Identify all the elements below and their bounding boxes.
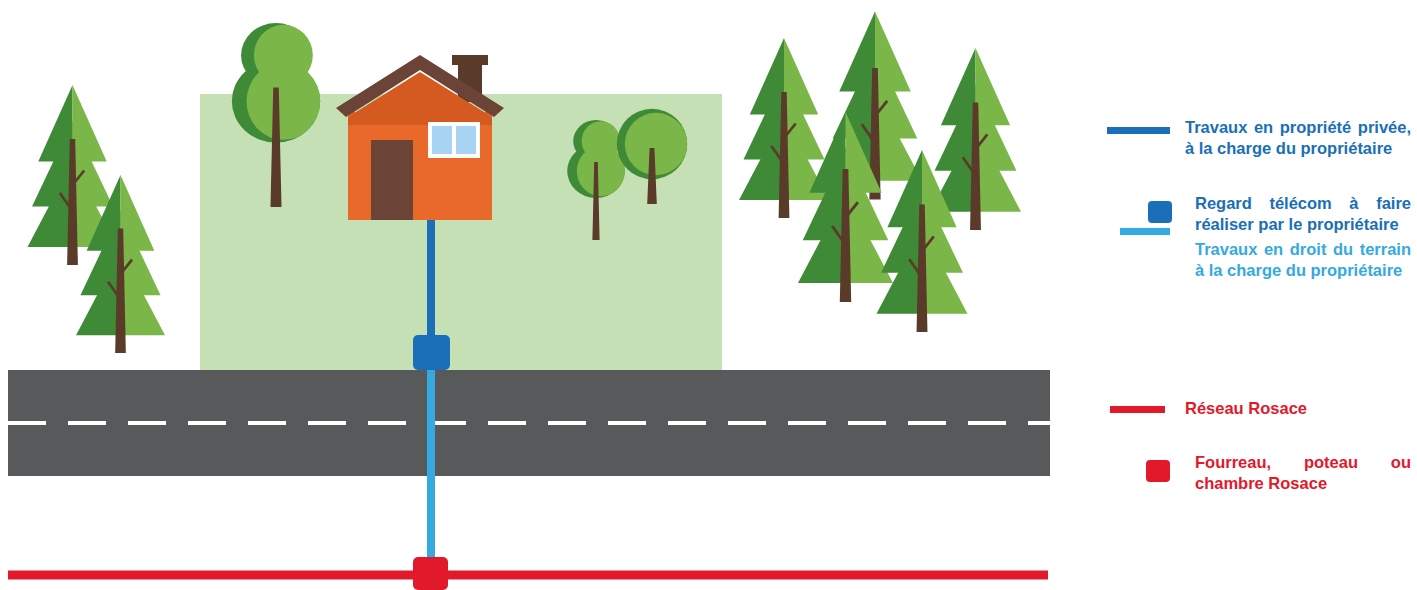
leafy-tree xyxy=(567,120,625,240)
public-cable xyxy=(427,365,435,565)
legend-swatch xyxy=(1148,201,1172,223)
legend-swatch xyxy=(1146,460,1170,482)
legend-text: Réseau Rosace xyxy=(1185,398,1411,419)
rosace-network xyxy=(8,571,1048,580)
pine-tree xyxy=(877,150,968,332)
road-marking xyxy=(8,421,1050,425)
legend-swatch xyxy=(1110,406,1165,413)
leafy-tree xyxy=(617,109,687,204)
telecom-manhole xyxy=(413,335,450,370)
house xyxy=(336,55,504,220)
rosace-chamber xyxy=(413,557,448,590)
pine-tree xyxy=(798,112,893,302)
private-cable xyxy=(427,220,435,345)
legend-swatch xyxy=(1107,127,1170,134)
legend-text: Fourreau, poteau ou chambre Rosace xyxy=(1195,452,1411,494)
legend-swatch xyxy=(1120,228,1170,235)
legend-text: Travaux en droit du terrain à la charge … xyxy=(1195,239,1411,281)
legend-text: Regard télécom à faire réaliser par le p… xyxy=(1195,193,1411,235)
pine-tree xyxy=(76,175,165,353)
road xyxy=(8,370,1050,476)
legend-text: Travaux en propriété privée, à la charge… xyxy=(1185,117,1411,159)
leafy-tree xyxy=(232,23,320,207)
